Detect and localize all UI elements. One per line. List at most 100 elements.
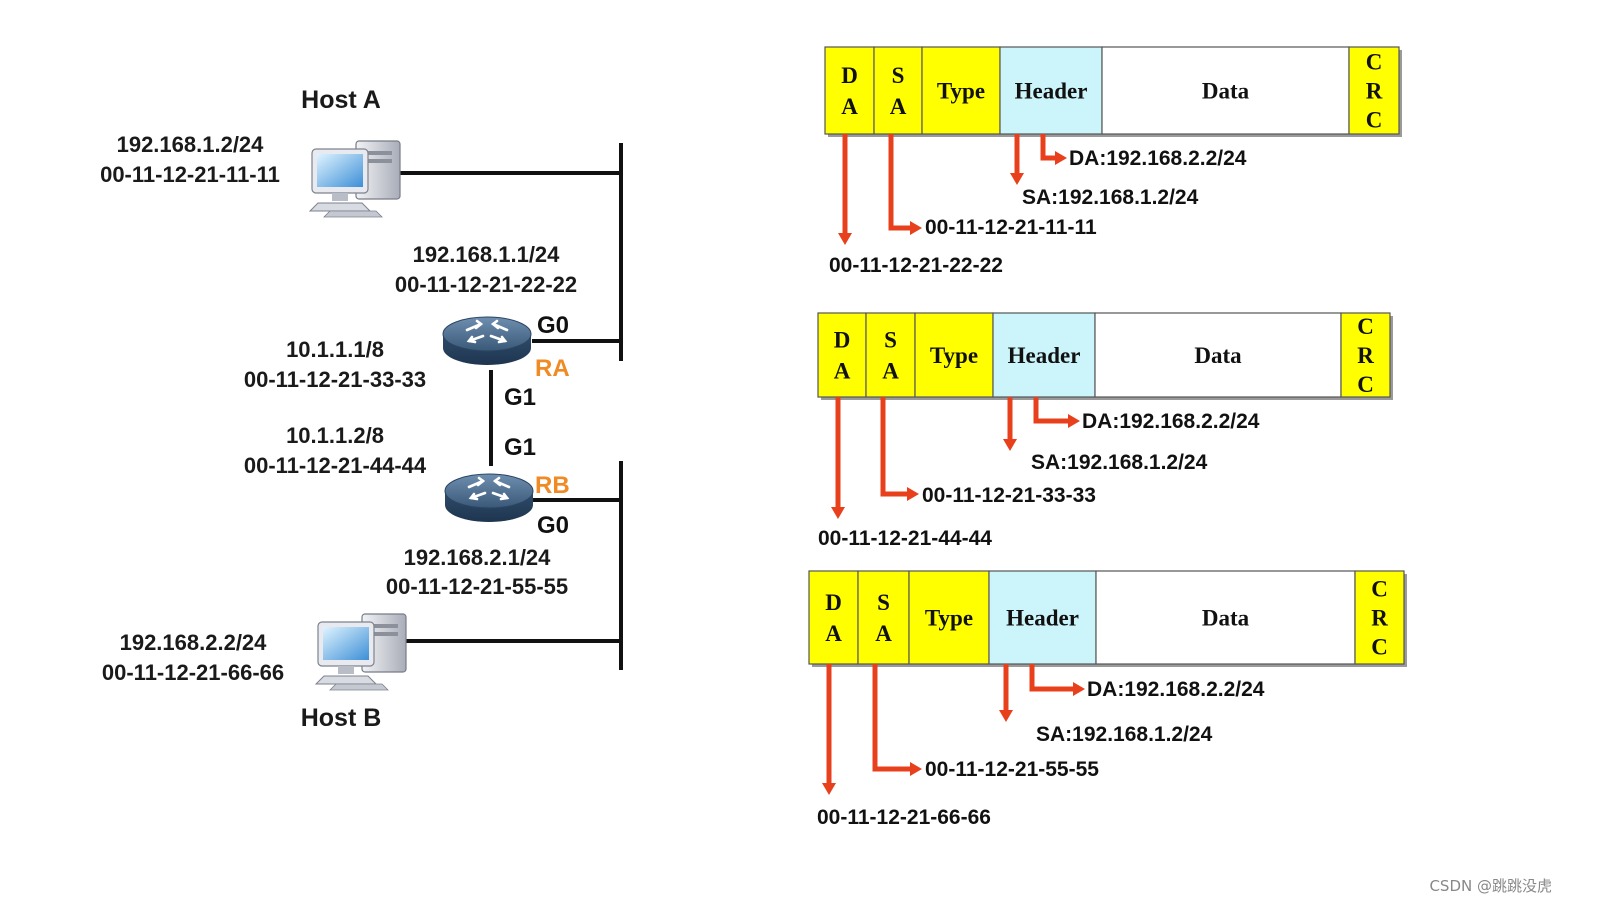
field-crc: CRC (1340, 312, 1391, 398)
dst-mac-label: 00-11-12-21-66-66 (817, 806, 991, 829)
field-crc: CRC (1348, 46, 1400, 135)
dst-mac-label: 00-11-12-21-44-44 (818, 527, 992, 550)
host-a-pc-icon (309, 140, 401, 218)
field-da: DA (817, 312, 867, 398)
field-crc-char: R (1371, 606, 1388, 631)
src-ip-label: SA:192.168.1.2/24 (1022, 186, 1199, 209)
host-b-pc-icon (315, 613, 407, 691)
ra-g0-port: G0 (537, 312, 569, 339)
field-type: Type (921, 46, 1001, 135)
host-b-mac: 00-11-12-21-66-66 (102, 660, 284, 685)
field-type-label: Type (930, 343, 978, 368)
field-data-label: Data (1202, 79, 1250, 104)
dst-mac-arrow (838, 134, 852, 245)
field-header-label: Header (1006, 606, 1079, 631)
field-data: Data (1101, 46, 1350, 135)
dst-mac-label: 00-11-12-21-22-22 (829, 254, 1003, 277)
field-data-label: Data (1202, 606, 1250, 631)
field-data: Data (1095, 570, 1356, 665)
field-da-char: D (834, 328, 851, 353)
dst-ip-arrow (1029, 664, 1085, 696)
field-da-char: D (841, 63, 858, 88)
field-type-label: Type (925, 606, 973, 631)
ra-g1-mac: 00-11-12-21-33-33 (244, 367, 426, 392)
field-header-label: Header (1015, 79, 1088, 104)
src-ip-arrow (1010, 134, 1024, 185)
field-type-label: Type (937, 79, 985, 104)
watermark: CSDN @跳跳没虎 (1429, 877, 1552, 895)
host-a-ip: 192.168.1.2/24 (117, 132, 265, 157)
rb-name: RB (535, 472, 570, 499)
field-da: DA (808, 570, 859, 665)
field-sa-char: A (890, 94, 907, 119)
rb-g0-port: G0 (537, 512, 569, 539)
field-sa-char: A (875, 621, 892, 646)
ra-g0-mac: 00-11-12-21-22-22 (395, 272, 577, 297)
field-sa: SA (865, 312, 916, 398)
field-header: Header (999, 46, 1103, 135)
src-mac-label: 00-11-12-21-11-11 (925, 216, 1097, 239)
field-crc-char: R (1357, 343, 1374, 368)
field-header: Header (988, 570, 1097, 665)
field-crc-char: C (1371, 577, 1388, 602)
src-mac-arrow (880, 397, 919, 501)
field-sa: SA (873, 46, 923, 135)
field-type: Type (914, 312, 994, 398)
src-mac-label: 00-11-12-21-33-33 (922, 484, 1096, 507)
dst-ip-label: DA:192.168.2.2/24 (1087, 678, 1265, 701)
field-header-label: Header (1008, 343, 1081, 368)
dst-ip-arrow (1033, 397, 1080, 428)
dst-ip-arrow (1040, 134, 1067, 165)
field-da: DA (824, 46, 875, 135)
ra-g1-ip: 10.1.1.1/8 (286, 337, 384, 362)
rb-g0-mac: 00-11-12-21-55-55 (386, 574, 568, 599)
ra-g1-port: G1 (504, 384, 536, 411)
rb-g1-mac: 00-11-12-21-44-44 (244, 453, 427, 478)
field-sa-char: A (882, 359, 899, 384)
field-crc-char: C (1366, 50, 1383, 75)
field-header: Header (992, 312, 1096, 398)
ra-g0-ip: 192.168.1.1/24 (413, 242, 561, 267)
field-data: Data (1094, 312, 1342, 398)
host-b-ip: 192.168.2.2/24 (120, 630, 268, 655)
field-sa-char: S (877, 590, 890, 615)
field-crc-char: C (1366, 108, 1383, 133)
field-crc-char: C (1371, 635, 1388, 660)
src-ip-arrow (999, 664, 1013, 722)
dst-ip-label: DA:192.168.2.2/24 (1082, 410, 1260, 433)
dst-mac-arrow (831, 397, 845, 519)
src-ip-arrow (1003, 397, 1017, 451)
rb-g1-port: G1 (504, 434, 536, 461)
ra-name: RA (535, 355, 570, 382)
topology: Host A 192.168.1.2/24 00-11-12-21-11-11 … (100, 86, 623, 732)
field-type: Type (908, 570, 990, 665)
src-mac-arrow (872, 664, 922, 776)
field-da-char: A (825, 621, 842, 646)
field-sa-char: S (884, 328, 897, 353)
field-sa-char: S (892, 63, 905, 88)
src-ip-label: SA:192.168.1.2/24 (1036, 723, 1213, 746)
dst-ip-label: DA:192.168.2.2/24 (1069, 147, 1247, 170)
field-da-char: A (834, 359, 851, 384)
field-da-char: D (825, 590, 842, 615)
src-mac-arrow (888, 134, 922, 235)
dst-mac-arrow (822, 664, 836, 795)
rb-g0-ip: 192.168.2.1/24 (404, 545, 552, 570)
field-sa: SA (857, 570, 910, 665)
host-a-mac: 00-11-12-21-11-11 (100, 162, 280, 187)
field-crc-char: R (1366, 79, 1383, 104)
rb-g1-ip: 10.1.1.2/8 (286, 423, 384, 448)
field-crc: CRC (1354, 570, 1405, 665)
field-crc-char: C (1357, 314, 1374, 339)
field-data-label: Data (1194, 343, 1242, 368)
host-b-name: Host B (301, 704, 382, 732)
src-mac-label: 00-11-12-21-55-55 (925, 758, 1099, 781)
host-a-name: Host A (301, 86, 381, 114)
router-b-icon (443, 472, 535, 524)
router-a-icon (441, 315, 533, 367)
